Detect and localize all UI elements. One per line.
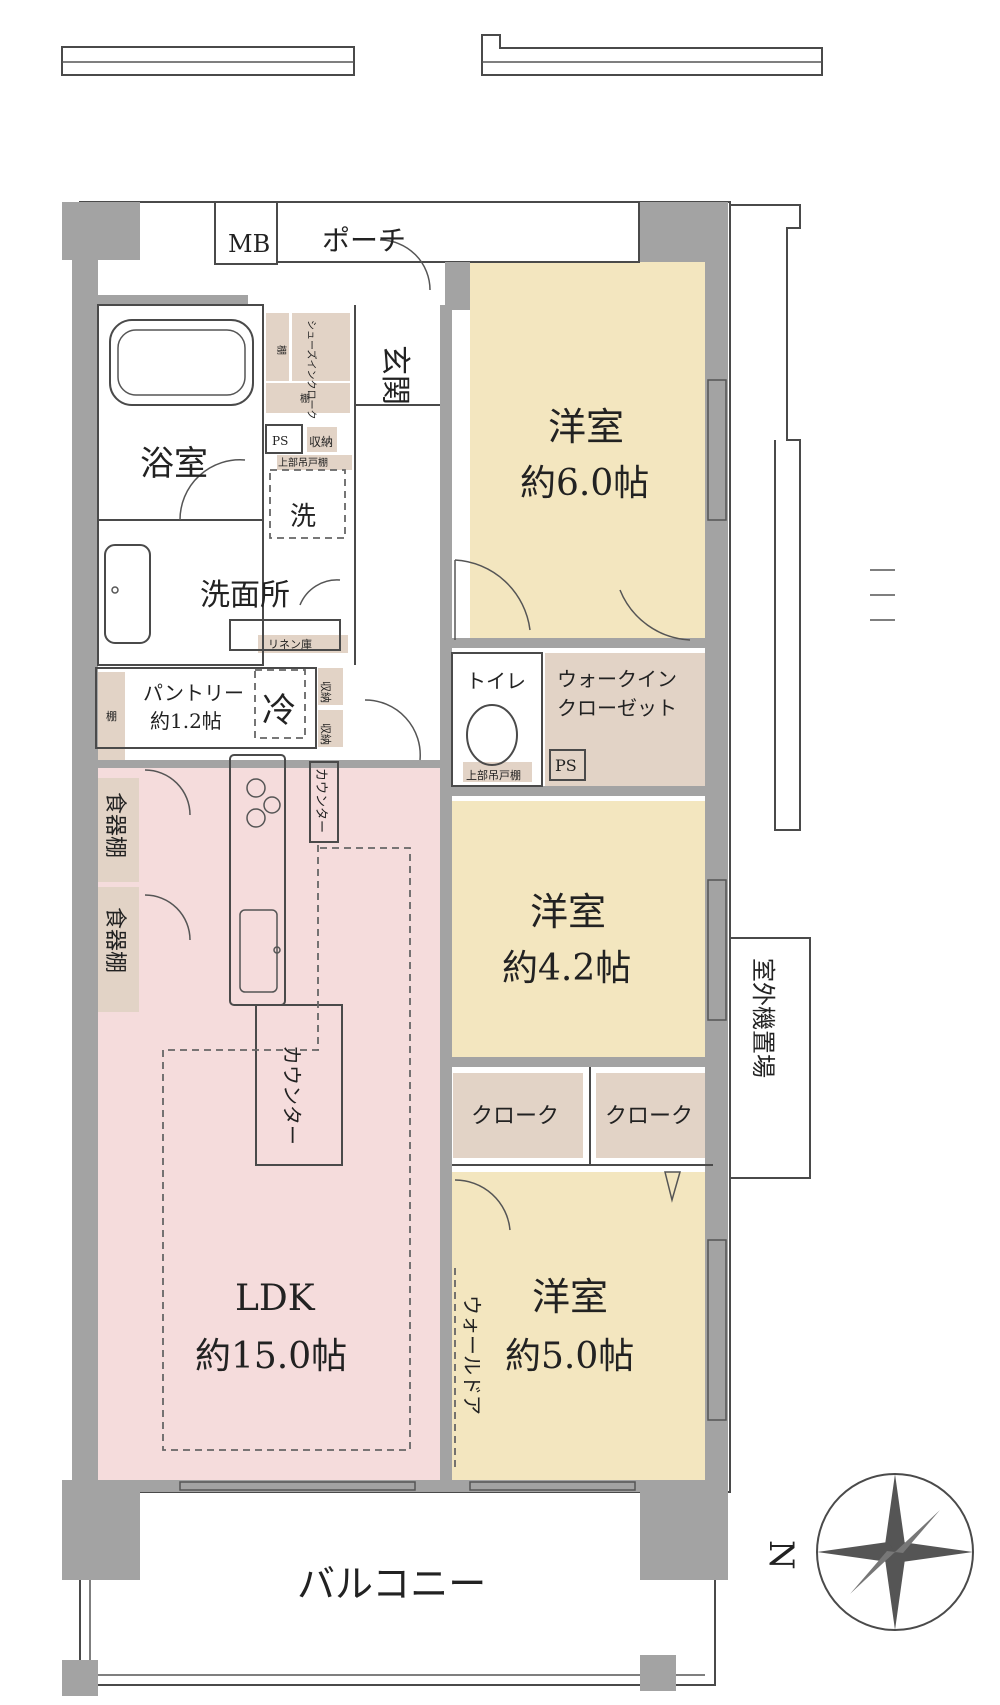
mb-label: MB <box>228 230 270 258</box>
western-room-3-label: 洋室 <box>532 1275 608 1319</box>
storage-label-3: 収納 <box>319 723 332 745</box>
western-room-2-label: 洋室 <box>530 890 606 934</box>
dish-shelf-label-1: 食器棚 <box>102 792 127 858</box>
dish-shelf-1 <box>97 778 139 882</box>
western-room-1-floor <box>470 258 713 640</box>
shelf-label-1: 棚 <box>275 345 288 355</box>
ps-label-2: PS <box>555 756 577 775</box>
top-parapets <box>61 34 823 76</box>
western-room-1-size: 約6.0帖 <box>520 463 649 504</box>
ldk-label: LDK <box>235 1278 316 1319</box>
upper-hanging-label-1: 上部吊戸棚 <box>278 456 328 469</box>
upper-hanging-label-2: 上部吊戸棚 <box>466 768 521 782</box>
shoe-shelf-left <box>266 313 289 381</box>
counter-label-small: カウンター <box>313 768 328 833</box>
ldk-size-label: 約15.0帖 <box>195 1336 347 1377</box>
storage-label-2: 収納 <box>319 681 332 703</box>
pantry-size-label: 約1.2帖 <box>150 709 222 733</box>
laundry-label: 洗 <box>290 502 316 532</box>
cloak-1-floor <box>453 1073 583 1158</box>
linen-label: リネン庫 <box>268 637 312 651</box>
western-room-2-size: 約4.2帖 <box>502 948 631 989</box>
north-label: N <box>761 1540 801 1570</box>
toilet-bowl <box>466 704 518 766</box>
kitchen-sink <box>239 909 278 993</box>
linen-closet <box>258 635 348 653</box>
outdoor-unit-label: 室外機置場 <box>749 958 777 1078</box>
compass: N <box>761 1473 974 1631</box>
cloak-2-floor <box>596 1073 713 1158</box>
counter <box>255 1004 343 1166</box>
walk-in-closet-label: ウォークイン <box>557 667 677 691</box>
western-room-3-floor <box>452 1172 713 1485</box>
toilet-upper-shelf <box>463 762 532 782</box>
shoe-cloak <box>292 313 350 381</box>
bathtub <box>109 319 254 406</box>
shoe-shelf-bottom <box>266 383 350 413</box>
windows <box>179 379 895 1491</box>
washroom-label: 洗面所 <box>200 578 290 613</box>
western-room-3-size: 約5.0帖 <box>505 1336 634 1377</box>
pantry-label: パントリー <box>143 681 244 705</box>
dish-shelf-2 <box>97 887 139 1012</box>
upper-hanging-shelf <box>277 455 352 470</box>
fridge-label: 冷 <box>262 691 296 731</box>
porch-label: ポーチ <box>322 224 406 257</box>
bath-label: 浴室 <box>140 444 208 484</box>
walk-in-closet-floor <box>545 653 712 786</box>
storage-3 <box>318 710 343 747</box>
wall-door-label: ウォールドア <box>460 1295 484 1415</box>
ldk-floor <box>96 760 450 1485</box>
storage-label-1: 収納 <box>309 435 333 449</box>
pantry-shelf-label: 棚 <box>106 709 117 723</box>
wash-basin <box>104 544 151 644</box>
labels: MB ポーチ 棚 シューズインクローク 棚 玄関 PS 収納 浴室 上部吊戸棚 … <box>102 224 777 1606</box>
shoes-in-cloak-label: シューズインクローク <box>305 320 318 420</box>
walk-in-closet-label-2: クローゼット <box>557 696 677 720</box>
western-room-1-label: 洋室 <box>548 405 624 449</box>
western-room-2-floor <box>452 801 713 1057</box>
cloak-label-2: クローク <box>605 1104 693 1129</box>
dish-shelf-label-2: 食器棚 <box>102 907 127 973</box>
cloak-label-1: クローク <box>471 1104 559 1129</box>
outdoor-unit-area <box>729 937 811 1179</box>
storage-2 <box>318 668 343 705</box>
ps-label-1: PS <box>272 434 288 448</box>
storage-1 <box>307 427 337 452</box>
toilet-label: トイレ <box>466 669 526 693</box>
compass-needle-north <box>885 1474 905 1552</box>
doors <box>144 239 691 1470</box>
entrance-label: 玄関 <box>377 345 412 405</box>
room-fills <box>96 258 713 1485</box>
ldk-rug-outline <box>162 847 411 1451</box>
shelf-label-2: 棚 <box>300 392 310 405</box>
counter-label: カウンター <box>280 1045 304 1145</box>
walls <box>62 202 728 1696</box>
partitions <box>95 304 713 1451</box>
balcony-label: バルコニー <box>297 1562 486 1606</box>
